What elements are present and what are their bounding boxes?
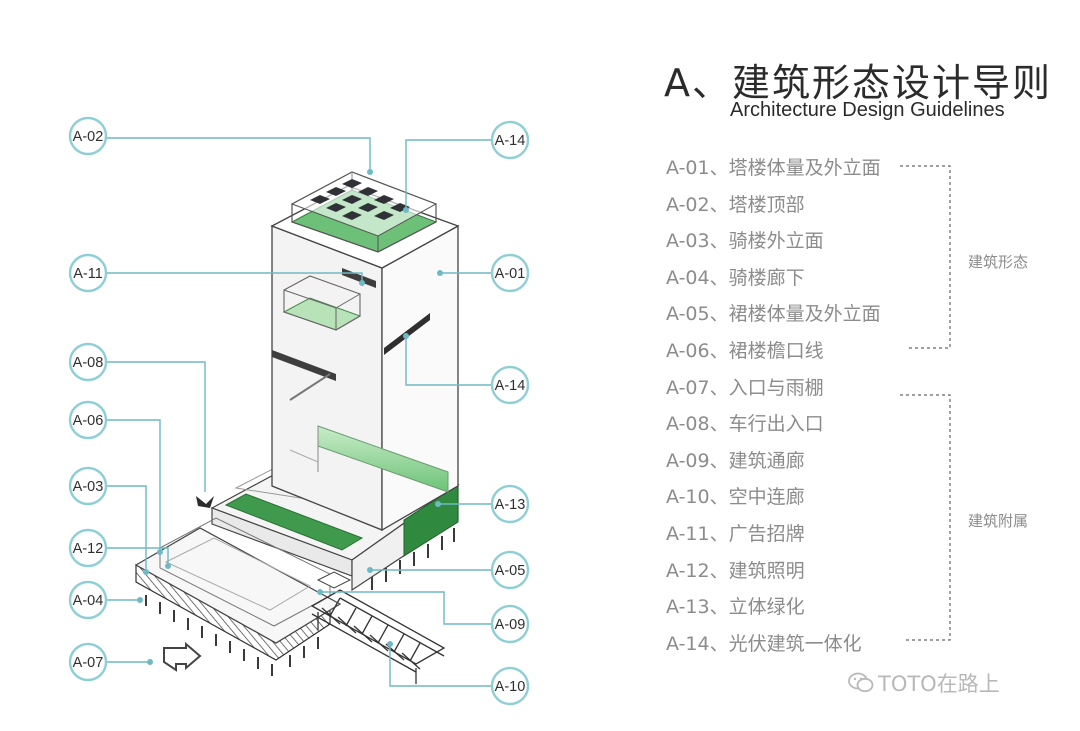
callout-a01: A-01: [490, 253, 530, 293]
facade-band: [272, 350, 336, 381]
podium-stilts: [145, 528, 455, 676]
callout-a10-label: A-10: [495, 679, 526, 695]
sky-bridge-truss: [310, 589, 446, 684]
page-subtitle: Architecture Design Guidelines: [730, 99, 1005, 121]
callout-a06: A-06: [68, 400, 108, 440]
callout-a08-label: A-08: [73, 355, 104, 371]
callout-a11-label: A-11: [73, 266, 103, 282]
callout-a10: A-10: [490, 666, 530, 706]
callout-a14-top: A-14: [490, 120, 530, 160]
callout-a01-label: A-01: [495, 266, 526, 282]
guideline-item-a09: A-09、建筑通廊: [666, 449, 805, 472]
callout-a04-label: A-04: [73, 593, 104, 609]
guideline-item-a02: A-02、塔楼顶部: [666, 193, 805, 216]
callout-a08: A-08: [68, 342, 108, 382]
callout-a14-mid-label: A-14: [495, 378, 526, 394]
callout-a05: A-05: [490, 550, 530, 590]
passage-opening: [316, 571, 352, 589]
group-label-accessory: 建筑附属: [968, 512, 1029, 530]
podium-green-roof: [224, 493, 364, 551]
callout-a02: A-02: [68, 116, 108, 156]
arcade-roof: [134, 527, 342, 644]
building-diagram: A-02 A-14 A-11 A-01 A-08 A-14 A-06 A-03 …: [68, 116, 530, 706]
guideline-item-a04: A-04、骑楼廊下: [666, 266, 805, 289]
guideline-item-a14: A-14、光伏建筑一体化: [666, 632, 862, 655]
callout-a13: A-13: [490, 484, 530, 524]
guideline-item-a06: A-06、裙楼檐口线: [666, 339, 824, 362]
vehicle-entry-arrow-icon: [196, 496, 214, 508]
callout-a04: A-04: [68, 580, 108, 620]
callout-a07: A-07: [68, 642, 108, 682]
guideline-item-a10: A-10、空中连廊: [666, 486, 805, 509]
wechat-icon: [848, 672, 874, 699]
callout-a12-label: A-12: [73, 541, 104, 557]
entrance-arrow-icon: [163, 641, 202, 672]
callout-a09: A-09: [490, 604, 530, 644]
guideline-item-a05: A-05、裙楼体量及外立面: [666, 303, 881, 326]
group-label-form: 建筑形态: [968, 253, 1029, 271]
page-title: A、建筑形态设计导则: [664, 61, 1052, 105]
callout-a03-label: A-03: [73, 479, 104, 495]
callout-a14-mid: A-14: [490, 365, 530, 405]
guideline-item-a07: A-07、入口与雨棚: [666, 376, 824, 399]
callout-a06-label: A-06: [73, 413, 104, 429]
watermark: TOTO在路上: [848, 668, 1000, 699]
callout-a03: A-03: [68, 466, 108, 506]
guideline-item-a03: A-03、骑楼外立面: [666, 230, 824, 253]
callout-a14-top-label: A-14: [495, 133, 526, 149]
crown-glass-top: [290, 171, 438, 237]
pv-panels: [310, 179, 410, 220]
watermark-text: TOTO在路上: [878, 672, 1000, 696]
leader-lines: [106, 137, 492, 687]
guideline-item-a08: A-08、车行出入口: [666, 413, 824, 436]
callout-a09-label: A-09: [495, 617, 526, 633]
callout-a05-label: A-05: [495, 563, 526, 579]
callout-a12: A-12: [68, 528, 108, 568]
callout-a02-label: A-02: [73, 129, 104, 145]
guideline-item-a12: A-12、建筑照明: [666, 559, 805, 582]
leader-dots: [137, 169, 443, 665]
guideline-list: A-01、塔楼体量及外立面 A-02、塔楼顶部 A-03、骑楼外立面 A-04、…: [666, 150, 881, 662]
sign-box: [283, 275, 361, 331]
tower-left-face: [271, 225, 383, 531]
guideline-item-a13: A-13、立体绿化: [666, 596, 805, 619]
callout-a11: A-11: [68, 253, 108, 293]
guideline-item-a01: A-01、塔楼体量及外立面: [666, 157, 881, 179]
callout-a13-label: A-13: [495, 497, 526, 513]
guideline-item-a11: A-11、广告招牌: [666, 522, 805, 545]
callout-a07-label: A-07: [73, 655, 104, 671]
callouts: A-02 A-14 A-11 A-01 A-08 A-14 A-06 A-03 …: [68, 116, 530, 706]
